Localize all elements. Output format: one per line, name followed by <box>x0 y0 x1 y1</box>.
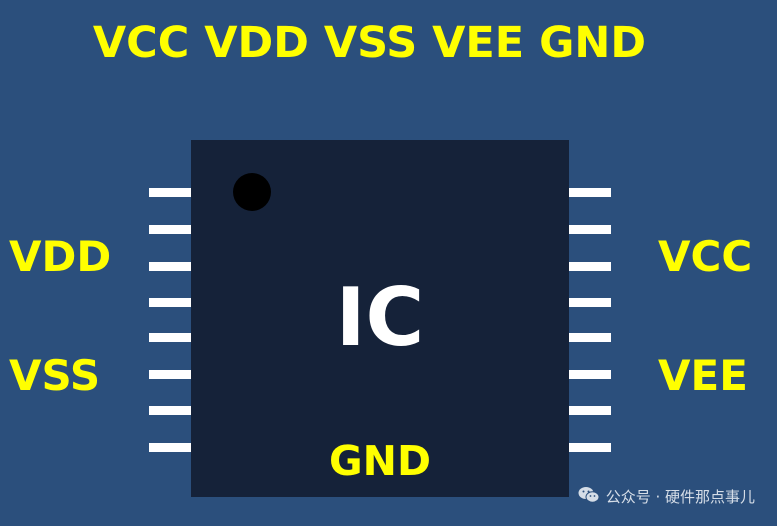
ic-pin-left-4 <box>149 298 191 307</box>
ic-pin-right-2 <box>569 225 611 234</box>
pin1-marker-dot <box>233 173 271 211</box>
headline: VCC VDD VSS VEE GND <box>92 18 647 68</box>
ic-pin-right-7 <box>569 406 611 415</box>
ic-pin-left-1 <box>149 188 191 197</box>
ic-pin-left-6 <box>149 370 191 379</box>
vee-label: VEE <box>658 351 748 400</box>
ic-pin-right-1 <box>569 188 611 197</box>
watermark: 公众号 · 硬件那点事儿 <box>578 486 755 509</box>
vss-label: VSS <box>9 351 101 400</box>
vcc-label: VCC <box>658 232 753 281</box>
ic-pin-left-3 <box>149 262 191 271</box>
ic-label: IC <box>335 271 425 364</box>
gnd-label: GND <box>329 437 431 485</box>
ic-pin-right-6 <box>569 370 611 379</box>
watermark-text: 公众号 · 硬件那点事儿 <box>605 488 755 506</box>
wechat-icon <box>578 486 600 509</box>
ic-chip-body: IC GND <box>191 140 569 497</box>
ic-pin-left-5 <box>149 333 191 342</box>
vdd-label: VDD <box>9 232 112 281</box>
ic-pin-right-3 <box>569 262 611 271</box>
ic-pin-right-8 <box>569 443 611 452</box>
ic-pin-left-2 <box>149 225 191 234</box>
ic-pin-left-8 <box>149 443 191 452</box>
ic-pin-right-5 <box>569 333 611 342</box>
ic-pin-right-4 <box>569 298 611 307</box>
ic-pin-left-7 <box>149 406 191 415</box>
